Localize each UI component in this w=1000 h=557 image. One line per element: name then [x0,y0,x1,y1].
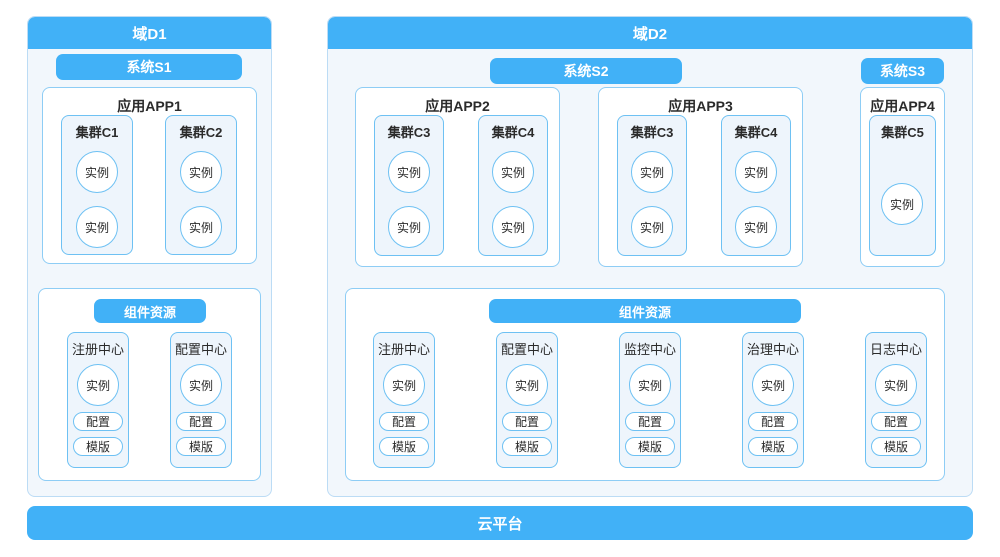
instance-circle[interactable]: 实例 [388,151,430,193]
center-title: 配置中心 [500,342,553,357]
instance-circle[interactable]: 实例 [735,151,777,193]
config-tag[interactable]: 配置 [502,412,552,431]
config-tag[interactable]: 配置 [625,412,675,431]
cluster-title: 集群C3 [630,125,674,140]
instance-circle[interactable]: 实例 [492,206,534,248]
instance-circle[interactable]: 实例 [383,364,425,406]
instance-circle[interactable]: 实例 [76,206,118,248]
instance-circle[interactable]: 实例 [881,183,923,225]
instance-circle[interactable]: 实例 [180,151,222,193]
config-tag[interactable]: 配置 [73,412,123,431]
cluster-c2-title: 集群C2 [179,125,223,140]
system-s2-pill[interactable]: 系统S2 [490,58,682,84]
center-title: 注册中心 [71,342,124,357]
instance-circle[interactable]: 实例 [506,364,548,406]
instance-circle[interactable]: 实例 [492,151,534,193]
center-title: 监控中心 [623,342,676,357]
app-app2-title: 应用APP2 [425,98,490,114]
template-tag[interactable]: 模版 [502,437,552,456]
instance-circle[interactable]: 实例 [388,206,430,248]
component-resources-d2-pill[interactable]: 组件资源 [489,299,801,323]
cluster-title: 集群C5 [881,125,924,140]
instance-circle[interactable]: 实例 [735,206,777,248]
config-tag[interactable]: 配置 [176,412,226,431]
app-app1-title: 应用APP1 [117,98,182,114]
template-tag[interactable]: 模版 [625,437,675,456]
config-tag[interactable]: 配置 [871,412,921,431]
instance-circle[interactable]: 实例 [631,151,673,193]
template-tag[interactable]: 模版 [379,437,429,456]
instance-circle[interactable]: 实例 [180,364,222,406]
system-s3-pill[interactable]: 系统S3 [861,58,944,84]
system-s1-pill[interactable]: 系统S1 [56,54,242,80]
instance-circle[interactable]: 实例 [875,364,917,406]
instance-circle[interactable]: 实例 [180,206,222,248]
app-app4-title: 应用APP4 [870,98,935,114]
center-title: 治理中心 [746,342,799,357]
domain-d1-header: 域D1 [28,17,271,49]
cluster-title: 集群C3 [387,125,431,140]
template-tag[interactable]: 模版 [73,437,123,456]
instance-circle[interactable]: 实例 [76,151,118,193]
center-title: 配置中心 [174,342,227,357]
center-title: 日志中心 [869,342,922,357]
instance-circle[interactable]: 实例 [631,206,673,248]
template-tag[interactable]: 模版 [176,437,226,456]
component-resources-d1-pill[interactable]: 组件资源 [94,299,206,323]
cloud-platform-bar[interactable]: 云平台 [27,506,973,540]
cluster-c1-title: 集群C1 [75,125,119,140]
template-tag[interactable]: 模版 [748,437,798,456]
config-tag[interactable]: 配置 [748,412,798,431]
domain-d2-header: 域D2 [328,17,972,49]
instance-circle[interactable]: 实例 [752,364,794,406]
cluster-title: 集群C4 [734,125,778,140]
instance-circle[interactable]: 实例 [629,364,671,406]
app-app3-title: 应用APP3 [668,98,733,114]
template-tag[interactable]: 模版 [871,437,921,456]
instance-circle[interactable]: 实例 [77,364,119,406]
config-tag[interactable]: 配置 [379,412,429,431]
cluster-title: 集群C4 [491,125,535,140]
center-title: 注册中心 [377,342,430,357]
